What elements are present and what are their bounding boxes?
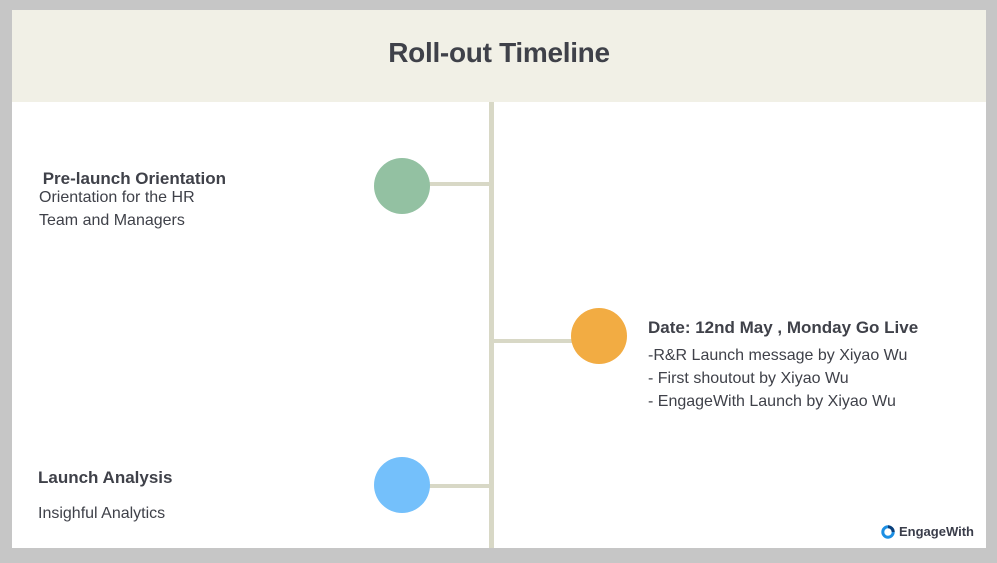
milestone-3-description: Insighful Analytics xyxy=(38,502,165,525)
milestone-2-line-3: - EngageWith Launch by Xiyao Wu xyxy=(648,393,896,410)
milestone-2-dot xyxy=(571,308,627,364)
milestone-1-description: Orientation for the HR Team and Managers xyxy=(39,186,195,232)
slide: Roll-out Timeline Pre-launch Orientation… xyxy=(12,10,986,548)
milestone-1-heading: Pre-launch Orientation xyxy=(38,169,226,188)
milestone-1-line-1: Orientation for the HR xyxy=(39,189,195,206)
milestone-2-connector xyxy=(493,339,573,343)
logo-text: EngageWith xyxy=(899,524,974,539)
engagewith-logo: EngageWith xyxy=(881,524,974,539)
milestone-2-line-1: -R&R Launch message by Xiyao Wu xyxy=(648,347,908,364)
milestone-3-line-1: Insighful Analytics xyxy=(38,505,166,522)
page-title: Roll-out Timeline xyxy=(388,37,610,68)
milestone-3-heading: Launch Analysis xyxy=(38,468,173,487)
milestone-1-line-2: Team and Managers xyxy=(39,212,185,229)
milestone-1-dot xyxy=(374,158,430,214)
milestone-3-connector xyxy=(424,484,490,488)
milestone-2-heading: Date: 12nd May , Monday Go Live xyxy=(648,318,919,337)
engagewith-logo-icon xyxy=(881,524,895,539)
timeline-spine xyxy=(489,102,494,548)
milestone-1-connector xyxy=(424,182,490,186)
milestone-3-dot xyxy=(374,457,430,513)
header-band: Roll-out Timeline xyxy=(12,10,986,102)
milestone-2-line-2: - First shoutout by Xiyao Wu xyxy=(648,370,849,387)
milestone-2-description: -R&R Launch message by Xiyao Wu - First … xyxy=(648,344,907,413)
